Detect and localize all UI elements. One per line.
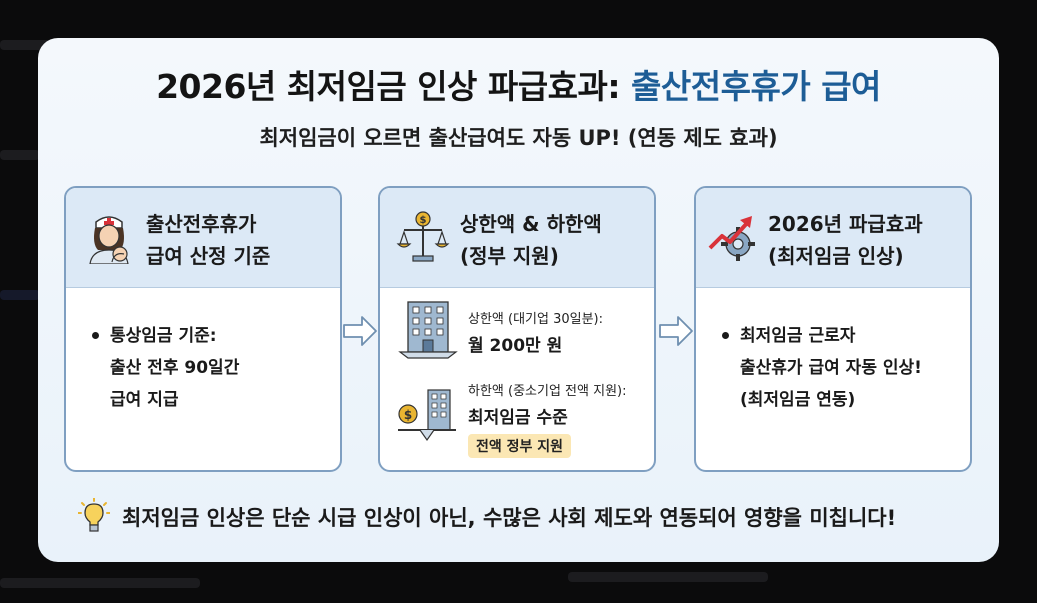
panel-title-line1: 2026년 파급효과 bbox=[768, 212, 923, 236]
bullet-text: 통상임금 기준: 출산 전후 90일간 급여 지급 bbox=[110, 320, 326, 416]
upper-limit-value: 월 200만 원 bbox=[468, 336, 563, 356]
panel-title-line1: 상한액 & 하한액 bbox=[460, 212, 602, 236]
lower-limit-label: 하한액 (중소기업 전액 지원): bbox=[468, 384, 627, 399]
infographic-card: 2026년 최저임금 인상 파급효과: 출산전후휴가 급여 최저임금이 오르면 … bbox=[38, 38, 999, 562]
title-accent: 출산전후휴가 급여 bbox=[631, 67, 881, 106]
bullet-line: 통상임금 기준: bbox=[110, 326, 217, 346]
background-blur bbox=[0, 290, 40, 300]
bullet-line: 출산 전후 90일간 bbox=[110, 358, 240, 378]
panel-header: 출산전후휴가 급여 산정 기준 bbox=[66, 188, 340, 288]
small-building-coin-icon: $ bbox=[398, 389, 456, 442]
footer-note: 최저임금 인상은 단순 시급 인상이 아닌, 수많은 사회 제도와 연동되어 영… bbox=[74, 496, 979, 536]
bullet-line: (최저임금 연동) bbox=[740, 390, 856, 410]
bullet-line: 출산휴가 급여 자동 인상! bbox=[740, 358, 922, 378]
title-main: 2026년 최저임금 인상 파급효과: bbox=[156, 67, 632, 106]
panel-header: $ 상한액 & 하한액 (정부 지원) bbox=[380, 188, 654, 288]
bullet-dot bbox=[92, 332, 99, 339]
bullet-line: 급여 지급 bbox=[110, 390, 179, 410]
footer-text: 최저임금 인상은 단순 시급 인상이 아닌, 수많은 사회 제도와 연동되어 영… bbox=[122, 506, 897, 530]
scale-icon: $ bbox=[396, 211, 450, 262]
lightbulb-icon bbox=[78, 498, 110, 532]
panel-2026-effect: 2026년 파급효과 (최저임금 인상) 최저임금 근로자 출산휴가 급여 자동… bbox=[694, 186, 972, 472]
arrow-right-icon bbox=[343, 316, 377, 346]
government-support-badge: 전액 정부 지원 bbox=[468, 434, 572, 458]
panel-calculation-basis: 출산전후휴가 급여 산정 기준 통상임금 기준: 출산 전후 90일간 급여 지… bbox=[64, 186, 342, 472]
background-blur bbox=[0, 578, 200, 588]
panel-title-line2: (최저임금 인상) bbox=[768, 244, 904, 268]
panel-title-line2: (정부 지원) bbox=[460, 244, 559, 268]
svg-text:$: $ bbox=[404, 408, 412, 422]
background-blur bbox=[0, 150, 40, 160]
page-title: 2026년 최저임금 인상 파급효과: 출산전후휴가 급여 bbox=[38, 60, 999, 108]
upper-limit-label: 상한액 (대기업 30일분): bbox=[468, 312, 604, 327]
panel-header: 2026년 파급효과 (최저임금 인상) bbox=[696, 188, 970, 288]
panel-title-line1: 출산전후휴가 bbox=[146, 212, 257, 236]
bullet-line: 최저임금 근로자 bbox=[740, 326, 856, 346]
background-blur bbox=[568, 572, 768, 582]
panel-title-line2: 급여 산정 기준 bbox=[146, 244, 271, 268]
arrow-right-icon bbox=[659, 316, 693, 346]
subtitle: 최저임금이 오르면 출산급여도 자동 UP! (연동 제도 효과) bbox=[259, 126, 778, 150]
lower-limit-block: 하한액 (중소기업 전액 지원): 최저임금 수준 전액 정부 지원 bbox=[468, 380, 626, 458]
panel-upper-lower-limit: $ 상한액 & 하한액 (정부 지원) bbox=[378, 186, 656, 472]
svg-text:$: $ bbox=[420, 215, 427, 226]
bullet-dot bbox=[722, 332, 729, 339]
bullet-text: 최저임금 근로자 출산휴가 급여 자동 인상! (최저임금 연동) bbox=[740, 320, 956, 416]
lower-limit-value: 최저임금 수준 bbox=[468, 408, 568, 428]
large-building-icon bbox=[398, 301, 458, 359]
trend-gear-icon bbox=[708, 216, 755, 261]
nurse-mother-icon bbox=[89, 216, 129, 264]
upper-limit-block: 상한액 (대기업 30일분): 월 200만 원 bbox=[468, 308, 603, 356]
